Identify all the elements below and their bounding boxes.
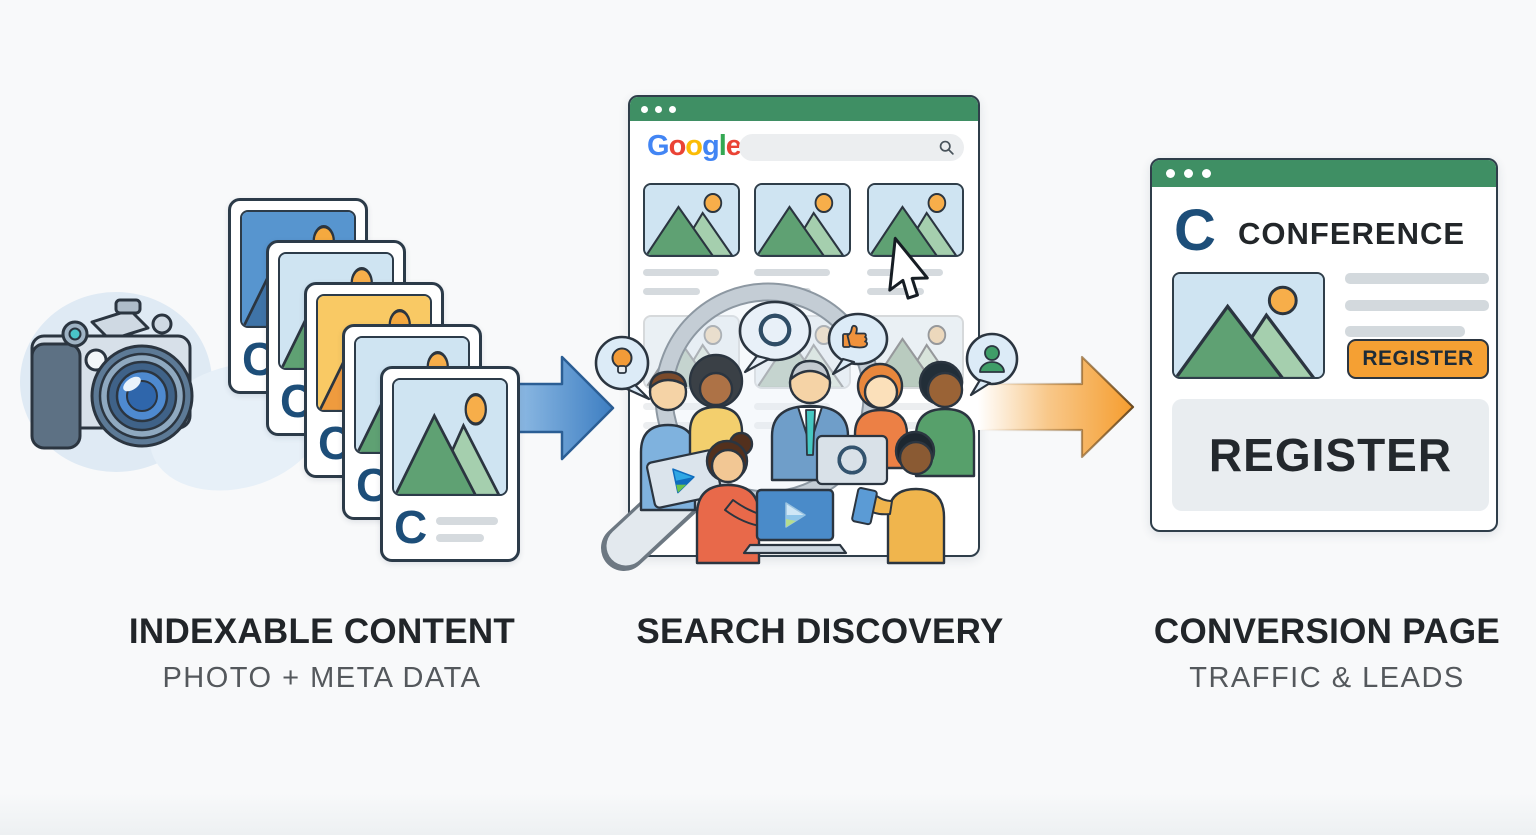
conversion-browser-window: C CONFERENCE REGISTER REGISTER (1150, 158, 1498, 532)
window-dot (669, 105, 676, 113)
phone-icon (851, 487, 878, 526)
laptop-bing-open (742, 488, 848, 555)
text-line-placeholder (643, 288, 700, 295)
window-dot (1184, 169, 1193, 178)
text-line-placeholder (1345, 300, 1489, 311)
cursor-icon (888, 236, 929, 300)
conference-site-title: CONFERENCE (1238, 216, 1466, 251)
text-line-placeholder (643, 403, 719, 410)
register-button-label: REGISTER (1362, 347, 1474, 370)
register-button: REGISTER (1347, 339, 1489, 379)
register-panel: REGISTER (1172, 399, 1489, 511)
thumbs-up-icon (842, 324, 868, 349)
search-input (739, 134, 964, 161)
laptop-openai (815, 434, 889, 486)
photo-card-logo-letter: C (394, 501, 428, 553)
text-line-placeholder (643, 269, 719, 276)
step-subtitle: PHOTO + META DATA (162, 662, 482, 694)
step-subtitle: TRAFFIC & LEADS (1189, 662, 1465, 694)
photo-card-image (392, 378, 508, 496)
photo-card: C (380, 366, 520, 562)
arrow-right-orange-icon (978, 355, 1135, 459)
text-line-placeholder (867, 403, 943, 410)
google-logo-letter: l (718, 130, 727, 162)
photo-card-meta-lines (436, 513, 508, 542)
window-dot (1202, 169, 1211, 178)
person-icon (979, 345, 1005, 373)
conference-hero-image (1172, 272, 1325, 379)
image-result-thumbnail (867, 183, 964, 257)
window-dot (655, 105, 662, 113)
google-logo-letter: g (702, 130, 720, 162)
image-result-thumbnail (643, 183, 740, 257)
google-logo: Google (647, 130, 742, 163)
step-caption-conversion-page: CONVERSION PAGE TRAFFIC & LEADS (1110, 612, 1536, 695)
image-result-thumbnail (754, 183, 851, 257)
window-dot (1166, 169, 1175, 178)
step-title: INDEXABLE CONTENT (128, 612, 516, 651)
lightbulb-icon (611, 347, 633, 374)
window-dot (641, 105, 648, 113)
search-icon (939, 140, 954, 155)
register-panel-label: REGISTER (1208, 429, 1453, 481)
step-caption-indexable-content: INDEXABLE CONTENT PHOTO + META DATA (92, 612, 552, 695)
thumbs-up-bubble (827, 312, 889, 376)
window-titlebar (1152, 160, 1496, 187)
text-line-placeholder (1345, 326, 1465, 337)
text-line-placeholder (867, 288, 924, 295)
conference-logo-letter: C (1174, 198, 1216, 263)
text-line-placeholder (754, 403, 830, 410)
text-line-placeholder (754, 269, 830, 276)
person-suit-speaker (770, 359, 850, 482)
step-title: SEARCH DISCOVERY (636, 612, 1004, 651)
search-discovery-illustration (594, 236, 1019, 571)
camera-icon (30, 298, 194, 450)
google-logo-letter: e (725, 130, 742, 162)
person-bubble (965, 332, 1019, 397)
google-logo-letter: G (647, 130, 670, 162)
window-titlebar (630, 97, 978, 121)
openai-bubble (738, 300, 812, 374)
lightbulb-bubble (594, 335, 651, 401)
step-caption-search-discovery: SEARCH DISCOVERY (620, 612, 1020, 662)
text-line-placeholder (1345, 273, 1489, 284)
google-logo-letter: o (668, 130, 687, 162)
person-phone (851, 430, 946, 565)
step-title: CONVERSION PAGE (1153, 612, 1501, 651)
google-logo-letter: o (685, 130, 703, 162)
